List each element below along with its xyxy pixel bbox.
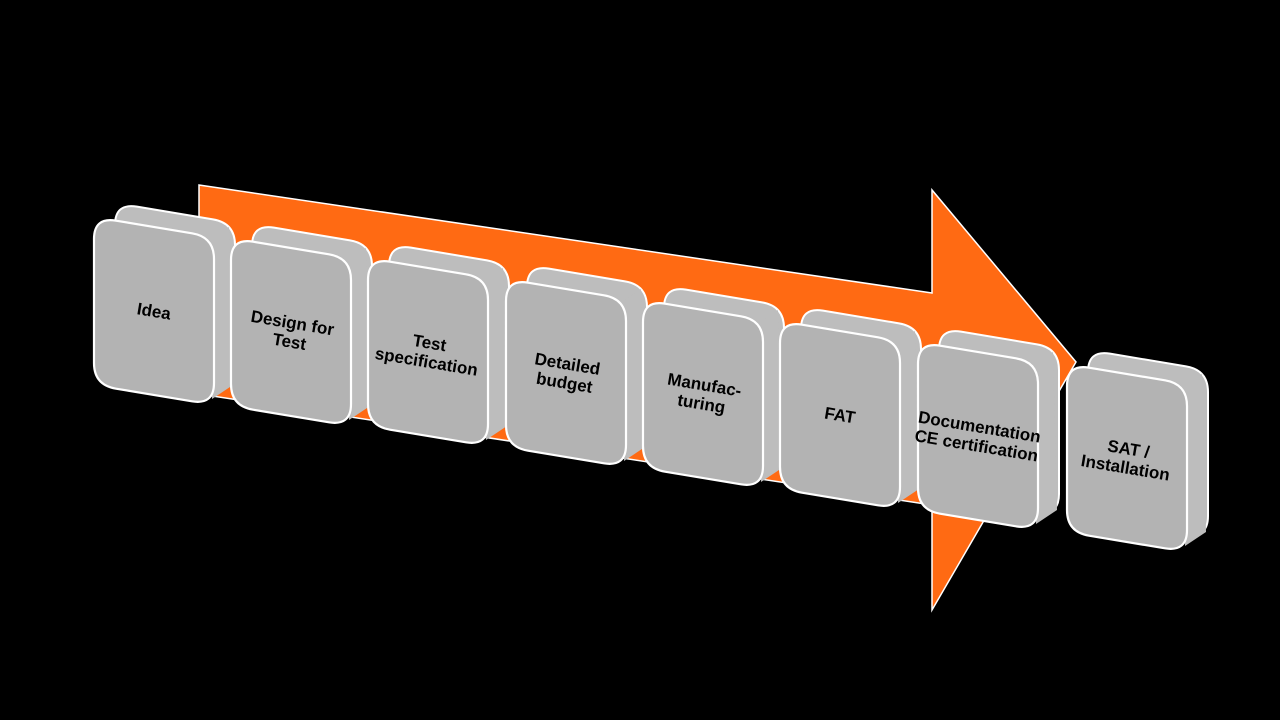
step-label: FAT <box>823 404 857 428</box>
step-box: SAT /Installation <box>1065 352 1209 550</box>
step-box-face <box>1065 366 1189 550</box>
step-box: Detailedbudget <box>504 267 648 465</box>
step-box-face <box>778 323 902 507</box>
step-label-line: FAT <box>823 404 857 428</box>
step-box-face <box>92 219 216 403</box>
step-box-face <box>641 302 765 486</box>
step-box: DocumentationCE certification <box>913 330 1060 528</box>
step-box: FAT <box>778 309 922 507</box>
step-box: Testspecification <box>366 246 510 444</box>
step-box-face <box>229 240 353 424</box>
step-box-face <box>504 281 628 465</box>
step-box: Design forTest <box>229 226 373 424</box>
step-box: Idea <box>92 205 236 403</box>
step-box: Manufac-turing <box>641 288 785 486</box>
step-box-face <box>916 344 1040 528</box>
step-label: Detailedbudget <box>530 349 601 397</box>
step-box-face <box>366 260 490 444</box>
